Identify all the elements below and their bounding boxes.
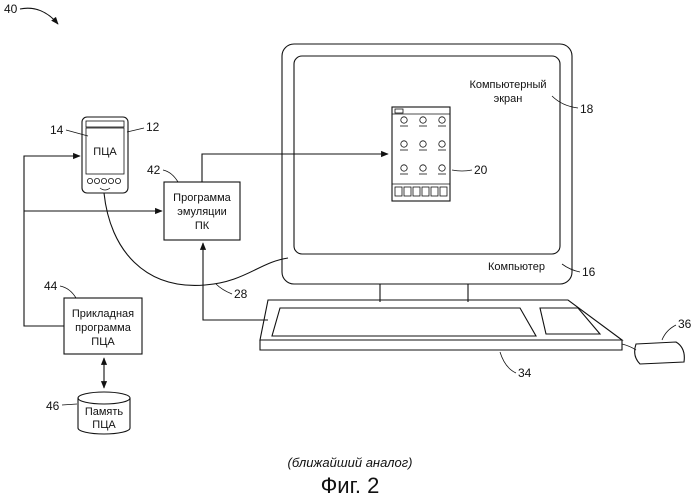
ref-36: 36 bbox=[678, 317, 692, 331]
mouse bbox=[622, 342, 684, 364]
app-to-pda-line bbox=[24, 156, 80, 326]
ref-18-leader bbox=[552, 96, 578, 108]
pda-device: ПЦА bbox=[82, 117, 128, 193]
ref-20-leader bbox=[452, 170, 472, 171]
app-line-2: программа bbox=[75, 322, 132, 334]
ref-28: 28 bbox=[234, 287, 248, 301]
ref-42: 42 bbox=[147, 163, 161, 177]
screen-label-line-1: Компьютерный bbox=[469, 79, 546, 91]
emulation-line-1: Программа bbox=[173, 192, 232, 204]
app-line-3: ПЦА bbox=[91, 336, 115, 348]
emulation-line-2: эмуляции bbox=[177, 206, 227, 218]
ref-12-leader bbox=[127, 128, 144, 132]
emulation-line-3: ПК bbox=[195, 220, 210, 232]
ref-46-leader bbox=[62, 404, 77, 405]
ref-44-leader bbox=[60, 286, 76, 298]
ref-44: 44 bbox=[44, 279, 58, 293]
memory-line-2: ПЦА bbox=[92, 419, 116, 431]
ref-20: 20 bbox=[474, 163, 488, 177]
pda-buttons bbox=[87, 178, 120, 190]
app-line-1: Прикладная bbox=[72, 308, 134, 320]
ref-42-leader bbox=[163, 170, 178, 182]
computer-label: Компьютер bbox=[488, 261, 545, 273]
computer-to-emulation-line bbox=[203, 243, 268, 320]
ref-12: 12 bbox=[146, 120, 160, 134]
pda-label: ПЦА bbox=[93, 146, 117, 158]
emulation-to-screen-line bbox=[202, 154, 388, 182]
ref-28-leader bbox=[216, 284, 232, 294]
ref-18: 18 bbox=[580, 102, 594, 116]
ref-40: 40 bbox=[4, 2, 18, 16]
emulated-pda-window bbox=[392, 107, 450, 201]
ref-16: 16 bbox=[582, 265, 596, 279]
ref-46: 46 bbox=[46, 399, 60, 413]
screen-label-line-2: экран bbox=[494, 93, 523, 105]
ref-36-leader bbox=[662, 325, 676, 340]
ref-16-leader bbox=[562, 264, 580, 272]
memory-line-1: Память bbox=[85, 406, 124, 418]
figure-title: Фиг. 2 bbox=[321, 473, 380, 498]
ref-34-leader bbox=[500, 352, 516, 373]
keyboard bbox=[260, 300, 622, 350]
ref-34: 34 bbox=[518, 366, 532, 380]
caption-note: (ближайший аналог) bbox=[288, 455, 413, 470]
ref-14-leader bbox=[66, 130, 88, 136]
ref-14: 14 bbox=[50, 123, 64, 137]
ref-40-arrow bbox=[20, 8, 58, 24]
